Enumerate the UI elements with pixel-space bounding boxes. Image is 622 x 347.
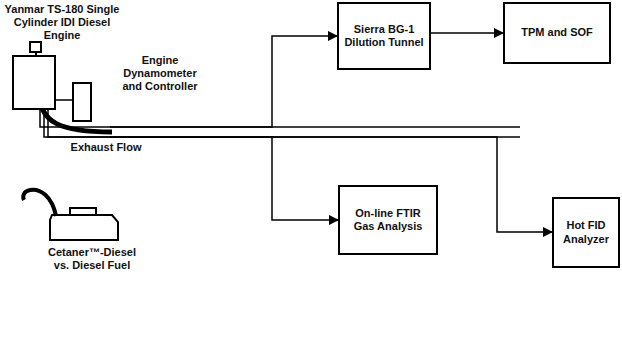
dynamometer-box: Engine Dynamometer and Controller bbox=[72, 82, 92, 122]
fuel-tank bbox=[50, 215, 118, 240]
connector bbox=[44, 110, 338, 220]
engine-head bbox=[30, 42, 41, 52]
process-box: TPM and SOF bbox=[503, 2, 611, 64]
process-box: Hot FID Analyzer bbox=[552, 197, 620, 268]
connector bbox=[48, 110, 552, 232]
box-text: TPM and SOF bbox=[521, 26, 593, 39]
fuel-tank-handle bbox=[70, 208, 96, 215]
node-heading: Engine Dynamometer and Controller bbox=[114, 54, 206, 94]
engine-box: Yanmar TS-180 Single Cylinder IDI Diesel… bbox=[12, 55, 56, 110]
box-text: Sierra BG-1 Dilution Tunnel bbox=[343, 23, 425, 49]
node-heading: Yanmar TS-180 Single Cylinder IDI Diesel… bbox=[2, 3, 122, 43]
fuel-label: Cetaner™-Diesel vs. Diesel Fuel bbox=[44, 246, 140, 272]
process-box: On-line FTIR Gas Analysis bbox=[338, 185, 438, 255]
flow-label: Exhaust Flow bbox=[66, 141, 146, 154]
connector bbox=[56, 99, 72, 101]
box-text: Hot FID Analyzer bbox=[558, 219, 614, 245]
box-text: On-line FTIR Gas Analysis bbox=[344, 207, 432, 233]
connector bbox=[40, 36, 337, 127]
connector bbox=[431, 32, 503, 34]
fuel-hose bbox=[23, 190, 56, 216]
process-box: Sierra BG-1 Dilution Tunnel bbox=[337, 2, 431, 70]
